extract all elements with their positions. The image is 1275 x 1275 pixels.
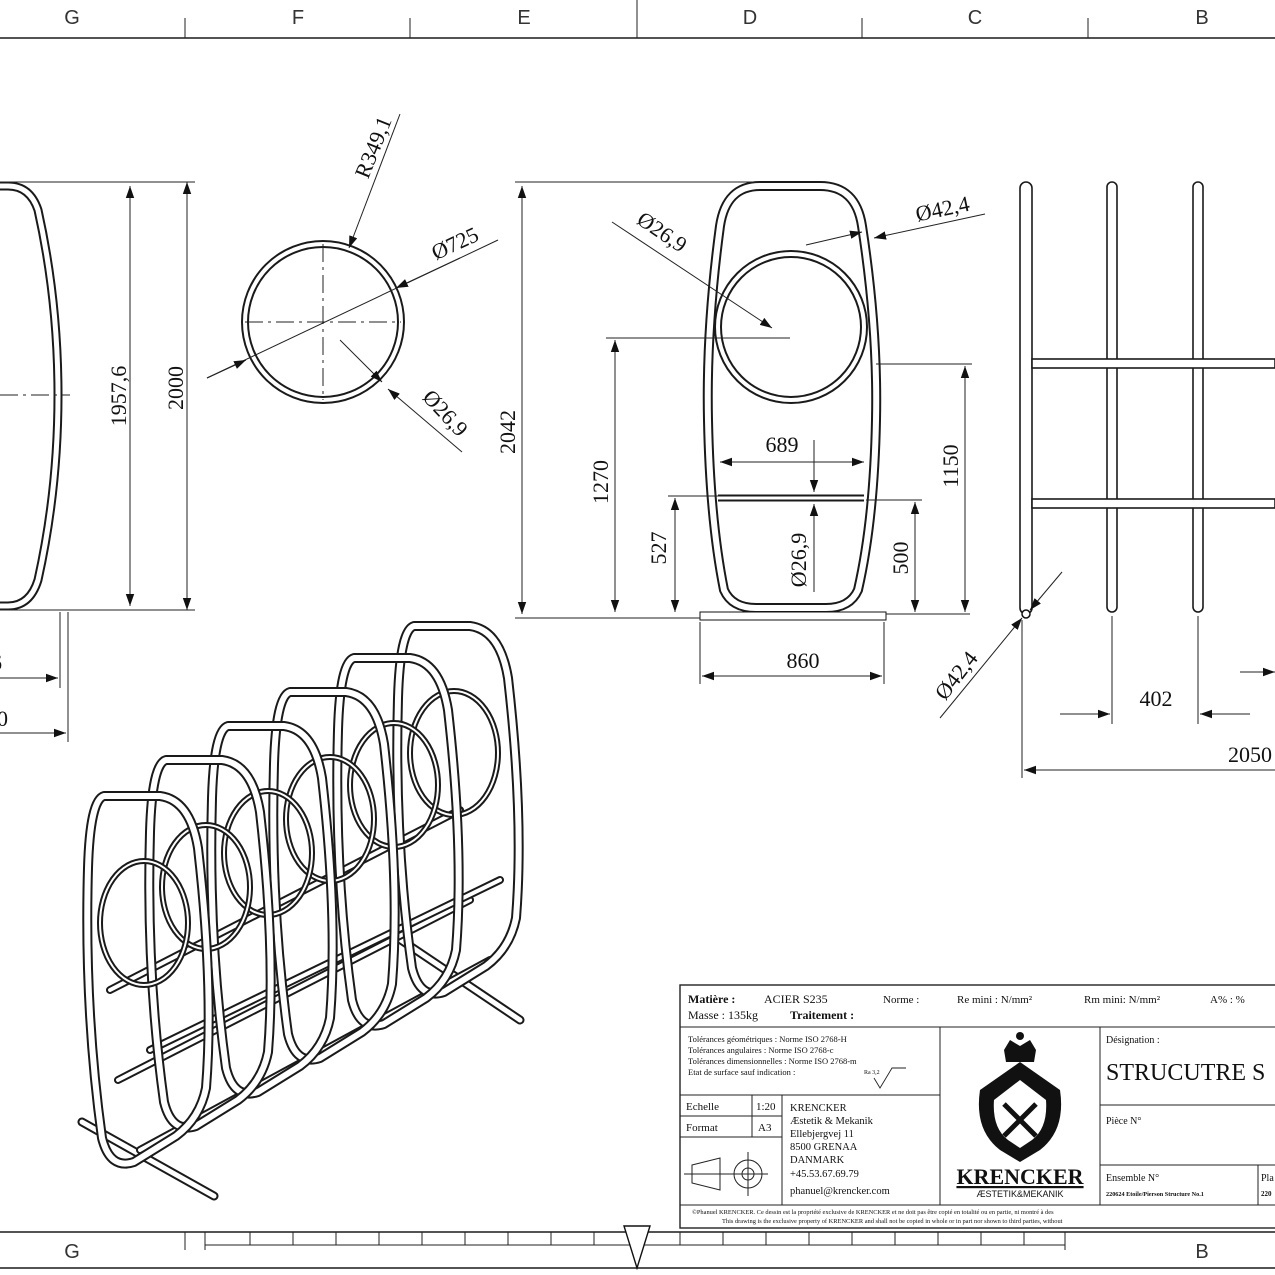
company-line-7: phanuel@krencker.com: [790, 1186, 890, 1197]
side-view: 1957,6 2000 6 0: [0, 181, 195, 742]
a-pct: A% : %: [1210, 994, 1245, 1006]
material-value: ACIER S235: [764, 992, 828, 1006]
ensemble-label: Ensemble N°: [1106, 1173, 1159, 1184]
dim-front-height-circle: 1270: [588, 460, 613, 504]
dim-side-partial-a: 6: [0, 650, 2, 675]
ruler-ticks: [184, 1232, 1066, 1250]
re-min: Re mini : N/mm²: [957, 994, 1033, 1006]
dim-front-tube-frame: Ø42,4: [913, 191, 971, 227]
dim-front-width-inner: 689: [766, 432, 799, 457]
dim-top-spacing: 402: [1140, 686, 1173, 711]
zone-label-g-bottom: G: [64, 1241, 80, 1263]
norm-label: Norme :: [883, 994, 919, 1006]
isometric-view: [77, 621, 525, 1201]
logo-tagline: ÆSTETIK&MEKANIK: [976, 1189, 1063, 1199]
iso-frame-6-fill: [84, 793, 212, 1167]
title-block: Matière : ACIER S235 Norme : Re mini : N…: [679, 984, 1275, 1229]
iso-frame-5-fill: [146, 757, 274, 1131]
dim-front-tube-top: Ø26,9: [633, 206, 692, 257]
projection-symbol: [684, 1152, 768, 1196]
roughness-value: Ra 3,2: [864, 1070, 880, 1076]
zone-label-d: D: [743, 7, 757, 29]
dim-top-length: 2050: [1228, 742, 1272, 767]
zone-label-e: E: [517, 7, 530, 29]
section-view: R349,1 Ø725 Ø26,9: [206, 113, 499, 453]
zone-label-f: F: [292, 7, 304, 29]
company-line-3: Ellebjergvej 11: [790, 1129, 854, 1140]
zone-label-b-bottom: B: [1195, 1241, 1208, 1263]
rm-min: Rm mini: N/mm²: [1084, 994, 1161, 1006]
tolerance-dimensional: Tolérances dimensionnelles : Norme ISO 2…: [688, 1056, 857, 1066]
center-mark-triangle: [623, 1225, 651, 1271]
format-label: Format: [686, 1122, 718, 1134]
dim-section-radius: R349,1: [349, 113, 396, 182]
dim-front-height-right: 1150: [938, 444, 963, 487]
company-line-1: KRENCKER: [790, 1103, 847, 1114]
dim-section-tube: Ø26,9: [418, 384, 473, 441]
zone-label-b: B: [1195, 7, 1208, 29]
plan-label: Pla: [1261, 1173, 1274, 1184]
surface-finish: Etat de surface sauf indication :: [688, 1067, 795, 1077]
top-view: 402 2050 Ø42,4: [929, 181, 1275, 778]
tolerance-angular: Tolérances angulaires : Norme ISO 2768-c: [688, 1045, 834, 1055]
iso-ring-6-fill: [99, 860, 189, 986]
scale-label: Echelle: [686, 1101, 719, 1113]
ensemble-value: 220624 Etoile/Pierson Structure No.1: [1106, 1191, 1204, 1198]
dim-front-height-total: 2042: [495, 410, 520, 454]
dim-side-height-outer: 2000: [163, 366, 188, 410]
dim-front-tube-bar: Ø26,9: [786, 533, 811, 587]
copyright-en: This drawing is the exclusive property o…: [722, 1218, 1063, 1225]
front-view: 2042 1270 527 689 Ø26,9 1150 500 860 Ø26…: [495, 181, 986, 684]
iso-frame-2-fill: [334, 655, 462, 1029]
piece-label: Pièce N°: [1106, 1116, 1141, 1127]
dim-side-partial-b: 0: [0, 706, 8, 731]
scale-value: 1:20: [756, 1101, 776, 1113]
company-line-5: DANMARK: [790, 1155, 845, 1166]
material-label: Matière :: [688, 992, 735, 1006]
company-line-4: 8500 GRENAA: [790, 1142, 858, 1153]
company-line-6: +45.53.67.69.79: [790, 1169, 859, 1180]
dim-front-height-bar: 527: [646, 532, 671, 565]
format-value: A3: [758, 1122, 772, 1134]
dim-section-diameter: Ø725: [427, 222, 482, 265]
company-line-2: Æstetik & Mekanik: [790, 1116, 874, 1127]
plan-value: 220: [1261, 1190, 1272, 1198]
mass: Masse : 135kg: [688, 1008, 758, 1022]
zone-label-c: C: [968, 7, 982, 29]
designation-value: STRUCUTRE S: [1106, 1060, 1265, 1086]
tolerance-geometric: Tolérances géométriques : Norme ISO 2768…: [688, 1034, 847, 1044]
treatment: Traitement :: [790, 1008, 854, 1022]
zone-label-g: G: [64, 7, 80, 29]
roughness-symbol: [873, 1067, 906, 1089]
dim-side-height-inner: 1957,6: [106, 366, 131, 427]
dim-front-width-base: 860: [787, 648, 820, 673]
krencker-logo: KRENCKER ÆSTETIK&MEKANIK: [956, 1032, 1085, 1199]
dim-front-height-bar-right: 500: [888, 542, 913, 575]
logo-name: KRENCKER: [956, 1164, 1084, 1189]
copyright-fr: ©Phanuel KRENCKER. Ce dessin est la prop…: [692, 1209, 1054, 1216]
designation-label: Désignation :: [1106, 1035, 1160, 1046]
